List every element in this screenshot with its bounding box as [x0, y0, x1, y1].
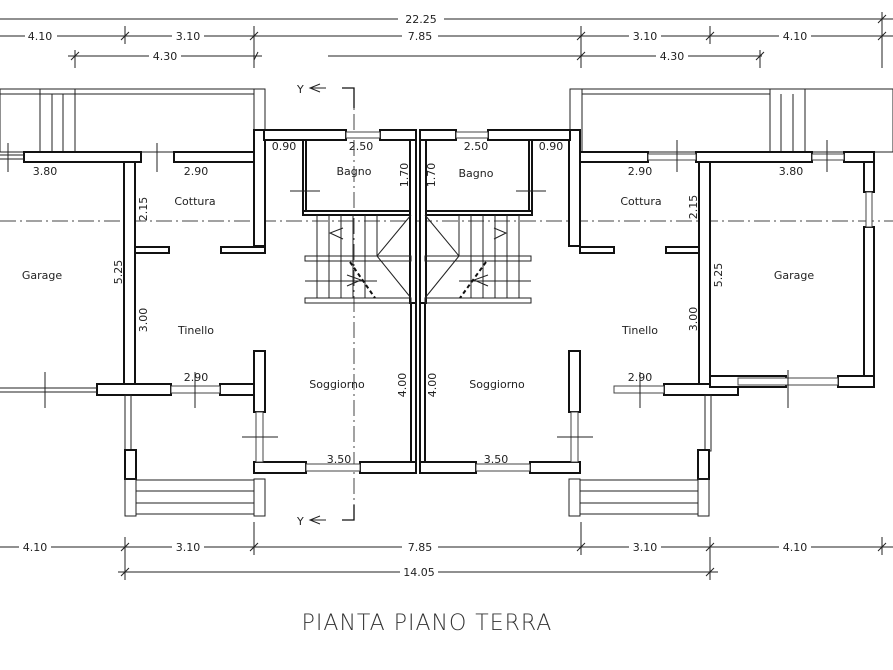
walls-left-unit: [23, 129, 417, 474]
dim-label: 4.10: [23, 541, 48, 554]
dim-label: 4.30: [660, 50, 685, 63]
room-dim: 0.90: [539, 140, 564, 153]
overall-width-top: 22.25: [405, 13, 437, 26]
room-dim: 2.90: [184, 165, 209, 178]
dim-label: 3.10: [633, 30, 658, 43]
room-dim: 2.15: [137, 197, 150, 222]
room-dim: 3.00: [687, 307, 700, 332]
dim-label: 7.85: [408, 30, 433, 43]
room-garage-right: Garage: [774, 269, 815, 282]
room-tinello-right: Tinello: [621, 324, 658, 337]
room-dim: 0.90: [272, 140, 297, 153]
room-bagno-right: Bagno: [459, 167, 494, 180]
room-dim: 2.90: [628, 371, 653, 384]
room-dim: 3.80: [33, 165, 58, 178]
dim-label: 4.10: [783, 541, 808, 554]
dim-label: 7.85: [408, 541, 433, 554]
room-dim: 4.00: [396, 373, 409, 398]
room-dim: 4.00: [426, 373, 439, 398]
room-dim: 3.00: [137, 308, 150, 333]
room-bagno-left: Bagno: [337, 165, 372, 178]
room-soggiorno-right: Soggiorno: [469, 378, 525, 391]
porch-bottom-left: [124, 394, 266, 517]
room-dim: 2.15: [687, 195, 700, 220]
drawing-title: PIANTA PIANO TERRA: [302, 611, 553, 636]
bottom-dimensions: 4.10 3.10 7.85 3.10 4.10 14.05: [0, 522, 893, 580]
dim-label: 4.10: [783, 30, 808, 43]
room-dimensions: 3.80 2.90 0.90 2.50 2.50 0.90 2.90 3.80 …: [33, 140, 804, 466]
room-labels: Garage Cottura Tinello Bagno Soggiorno B…: [22, 165, 815, 391]
section-mark-top: Y: [296, 83, 304, 96]
room-cottura-left: Cottura: [174, 195, 215, 208]
room-cottura-right: Cottura: [620, 195, 661, 208]
garage-left-bottom: [0, 143, 158, 408]
room-dim: 3.50: [484, 453, 509, 466]
walls-right-unit: [419, 129, 875, 474]
room-dim: 2.90: [184, 371, 209, 384]
overall-width-bottom: 14.05: [403, 566, 435, 579]
porch-bottom-right: [568, 394, 712, 517]
top-dimensions: [0, 12, 893, 68]
room-garage-left: Garage: [22, 269, 63, 282]
room-soggiorno-left: Soggiorno: [309, 378, 365, 391]
room-dim: 3.80: [779, 165, 804, 178]
room-dim: 5.25: [712, 263, 725, 288]
room-dim: 2.50: [464, 140, 489, 153]
windows: [170, 131, 873, 472]
room-dim: 2.90: [628, 165, 653, 178]
dim-label: 4.10: [28, 30, 53, 43]
dim-label: 3.10: [633, 541, 658, 554]
room-tinello-left: Tinello: [177, 324, 214, 337]
room-dim: 5.25: [112, 260, 125, 285]
staircase-left: [304, 214, 412, 304]
top-dimension-labels: 22.25 4.10 3.10 7.85 3.10 4.10 4.30 4.30: [25, 12, 811, 63]
room-dim: 1.70: [398, 163, 411, 188]
porch-top-left: [0, 88, 266, 153]
room-dim: 3.50: [327, 453, 352, 466]
dim-label: 3.10: [176, 30, 201, 43]
section-mark-bottom: Y: [296, 515, 304, 528]
dim-label: 4.30: [153, 50, 178, 63]
dim-label: 3.10: [176, 541, 201, 554]
room-dim: 1.70: [425, 163, 438, 188]
room-dim: 2.50: [349, 140, 374, 153]
staircase-right: [424, 214, 532, 304]
porch-top-right: [569, 88, 893, 153]
